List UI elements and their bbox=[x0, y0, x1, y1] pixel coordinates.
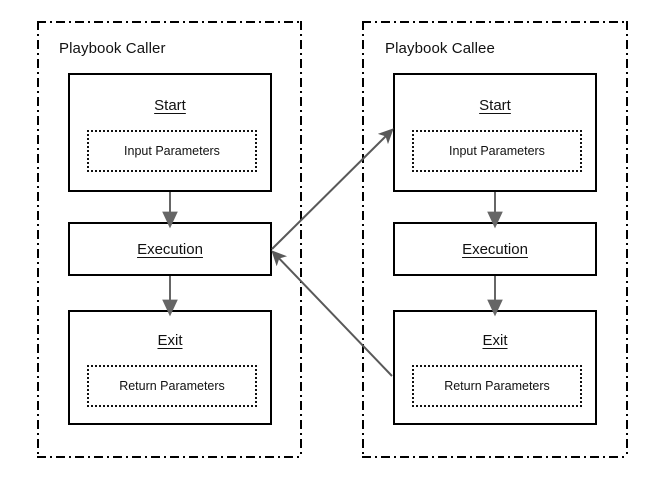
params-box-caller-start-input: Input Parameters bbox=[87, 130, 257, 172]
stage-caller-execution[interactable]: Execution bbox=[68, 222, 272, 276]
stage-callee-execution[interactable]: Execution bbox=[393, 222, 597, 276]
params-box-callee-start-input: Input Parameters bbox=[412, 130, 582, 172]
panel-label-caller: Playbook Caller bbox=[59, 40, 166, 57]
params-label-callee-start-input: Input Parameters bbox=[449, 144, 545, 158]
stage-title-caller-start: Start bbox=[154, 97, 186, 114]
stage-title-caller-exit: Exit bbox=[157, 332, 183, 349]
params-box-caller-exit-return: Return Parameters bbox=[87, 365, 257, 407]
stage-caller-exit[interactable]: Exit Return Parameters bbox=[68, 310, 272, 425]
stage-title-caller-execution: Execution bbox=[137, 241, 203, 258]
params-box-callee-exit-return: Return Parameters bbox=[412, 365, 582, 407]
panel-label-callee: Playbook Callee bbox=[385, 40, 495, 57]
stage-caller-start[interactable]: Start Input Parameters bbox=[68, 73, 272, 192]
stage-title-callee-start: Start bbox=[479, 97, 511, 114]
stage-title-callee-exit: Exit bbox=[482, 332, 508, 349]
stage-title-callee-execution: Execution bbox=[462, 241, 528, 258]
params-label-caller-start-input: Input Parameters bbox=[124, 144, 220, 158]
stage-callee-start[interactable]: Start Input Parameters bbox=[393, 73, 597, 192]
stage-callee-exit[interactable]: Exit Return Parameters bbox=[393, 310, 597, 425]
params-label-caller-exit-return: Return Parameters bbox=[119, 379, 225, 393]
params-label-callee-exit-return: Return Parameters bbox=[444, 379, 550, 393]
